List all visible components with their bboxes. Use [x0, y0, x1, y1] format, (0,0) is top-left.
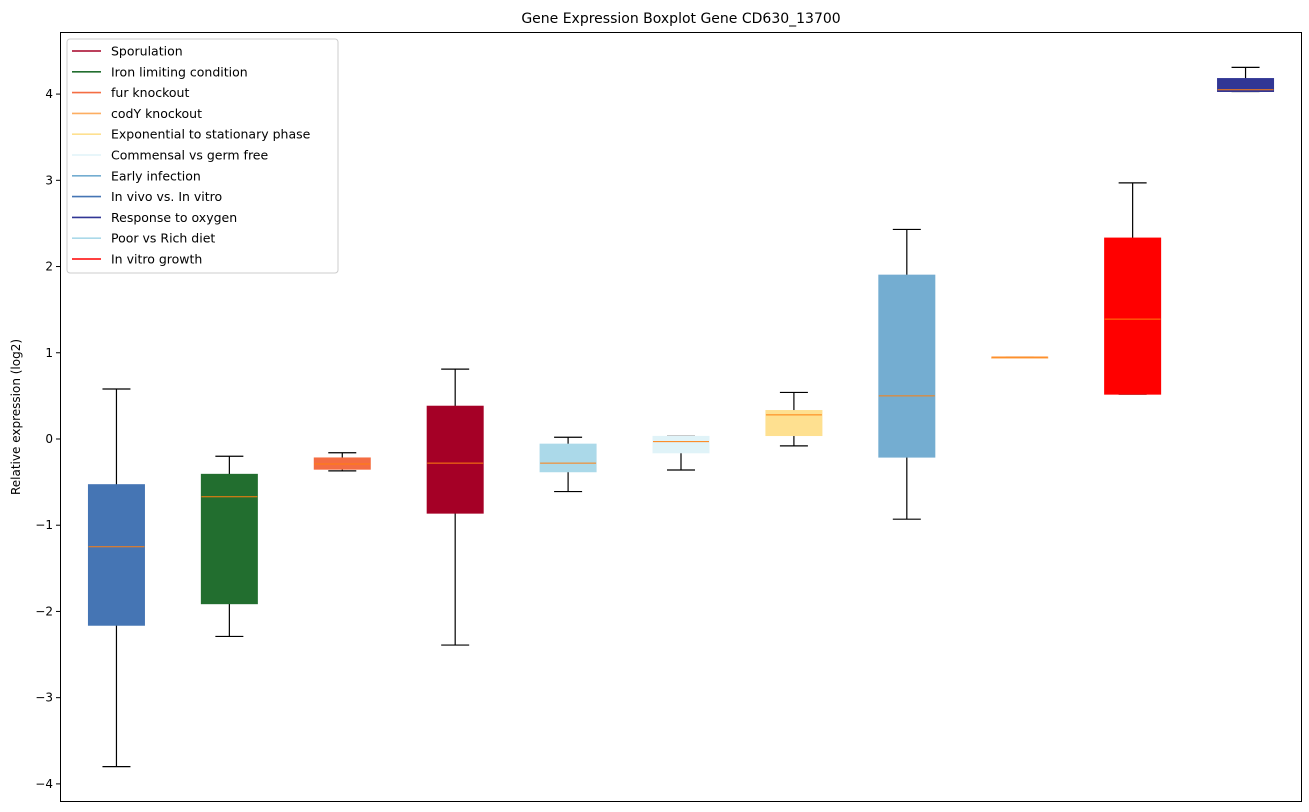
y-tick-label: −4 [35, 777, 53, 791]
box-in-vivo-vs-in-vitro [87, 388, 145, 768]
legend-label: In vitro growth [111, 252, 202, 267]
y-tick-label: 4 [45, 87, 53, 101]
box-cody-knockout [991, 356, 1049, 359]
box-body [200, 473, 258, 605]
box-body [87, 484, 145, 626]
legend-item: Poor vs Rich diet [72, 231, 215, 246]
box-iron-limiting-condition [200, 455, 258, 638]
y-tick-label: −3 [35, 691, 53, 705]
legend-label: Early infection [111, 168, 201, 183]
legend-item: fur knockout [72, 85, 189, 100]
box-poor-vs-rich-diet [539, 436, 597, 493]
box-early-infection [878, 228, 936, 520]
legend-item: codY knockout [72, 106, 202, 121]
box-sporulation [426, 368, 484, 646]
legend-item: Commensal vs germ free [72, 148, 268, 163]
legend-item: Response to oxygen [72, 210, 237, 225]
legend-label: Sporulation [111, 44, 183, 59]
plot-frame [60, 32, 1302, 802]
legend-label: Commensal vs germ free [111, 148, 268, 163]
y-tick-label: 3 [45, 173, 53, 187]
box-body [539, 443, 597, 473]
box-exponential-to-stationary-phase [765, 391, 823, 447]
legend-label: Exponential to stationary phase [111, 127, 311, 142]
y-tick-label: 2 [45, 260, 53, 274]
box-body [652, 435, 710, 454]
y-tick-label: 0 [45, 432, 53, 446]
legend-label: Iron limiting condition [111, 64, 248, 79]
y-tick-label: 1 [45, 346, 53, 360]
legend-item: Early infection [72, 168, 201, 183]
legend-label: fur knockout [111, 85, 189, 100]
box-body [426, 405, 484, 514]
box-response-to-oxygen [1217, 66, 1275, 93]
legend-label: In vivo vs. In vitro [111, 189, 222, 204]
boxes-layer [87, 66, 1275, 768]
chart-title: Gene Expression Boxplot Gene CD630_13700 [521, 11, 840, 27]
box-in-vitro-growth [1104, 182, 1162, 395]
legend-item: Exponential to stationary phase [72, 127, 311, 142]
legend-item: Sporulation [72, 44, 183, 59]
y-axis-label: Relative expression (log2) [9, 339, 23, 495]
legend-item: In vitro growth [72, 252, 202, 267]
legend-frame [66, 38, 339, 274]
y-tick-label: −2 [35, 604, 53, 618]
legend-label: Response to oxygen [111, 210, 237, 225]
legend-item: Iron limiting condition [72, 64, 248, 79]
y-axis: −4 −3 −2 −1 0 1 2 3 4 [35, 87, 60, 791]
y-tick-label: −1 [35, 518, 53, 532]
legend-label: codY knockout [111, 106, 202, 121]
legend-item: In vivo vs. In vitro [72, 189, 222, 204]
box-body [765, 410, 823, 437]
box-commensal-vs-germ-free [652, 435, 710, 471]
box-body [1104, 237, 1162, 395]
box-fur-knockout [313, 452, 371, 472]
legend-label: Poor vs Rich diet [111, 231, 215, 246]
box-body [1217, 78, 1275, 92]
box-body [878, 274, 936, 458]
